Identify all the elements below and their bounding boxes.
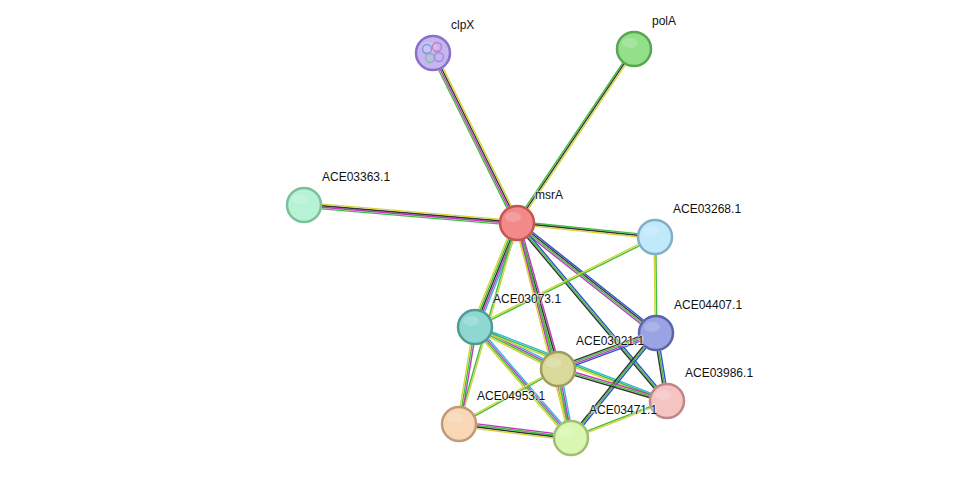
protein-label: clpX xyxy=(451,18,474,32)
protein-label: ACE04953.1 xyxy=(477,389,545,403)
evidence-line xyxy=(531,235,642,323)
interaction-edge xyxy=(559,386,570,421)
evidence-line xyxy=(492,332,650,393)
interaction-edge xyxy=(535,223,638,237)
protein-node: msrA xyxy=(499,205,535,241)
evidence-line xyxy=(559,387,565,421)
evidence-line xyxy=(439,70,507,208)
evidence-line xyxy=(655,255,657,315)
evidence-line xyxy=(462,345,472,406)
protein-label: ACE04407.1 xyxy=(674,298,742,312)
evidence-line xyxy=(322,206,499,221)
evidence-line xyxy=(491,244,639,318)
evidence-line xyxy=(527,238,654,388)
node-circle xyxy=(616,31,652,67)
evidence-line xyxy=(528,65,625,209)
interaction-edge xyxy=(322,204,500,224)
evidence-line xyxy=(530,236,641,324)
interaction-edge xyxy=(527,236,656,389)
evidence-line xyxy=(535,226,637,236)
evidence-line xyxy=(654,255,656,315)
interaction-edge xyxy=(654,255,656,315)
protein-node: ACE04953.1 xyxy=(441,406,477,442)
node-circle xyxy=(553,420,589,456)
interaction-edge xyxy=(491,332,651,396)
evidence-line xyxy=(443,68,511,206)
evidence-line xyxy=(576,373,650,395)
evidence-line xyxy=(657,351,662,383)
protein-label: ACE03363.1 xyxy=(322,170,390,184)
protein-label: msrA xyxy=(535,188,563,202)
node-circle xyxy=(457,309,493,345)
protein-label: ACE03021.1 xyxy=(576,334,644,348)
evidence-line xyxy=(527,64,624,208)
evidence-line xyxy=(440,69,508,207)
protein-label: ACE03471.1 xyxy=(589,403,657,417)
interaction-edge xyxy=(575,373,650,398)
interaction-edge xyxy=(657,351,665,384)
evidence-line xyxy=(491,335,649,396)
interaction-edge xyxy=(439,68,511,208)
evidence-line xyxy=(491,246,639,320)
protein-node: ACE03268.1 xyxy=(637,219,673,255)
node-circle xyxy=(499,205,535,241)
protein-node: clpX xyxy=(415,35,451,71)
protein-node: ACE03073.1 xyxy=(457,309,493,345)
interaction-edge xyxy=(477,424,554,438)
evidence-line xyxy=(530,236,657,386)
protein-label: ACE03073.1 xyxy=(493,292,561,306)
evidence-line xyxy=(442,69,510,207)
node-circle xyxy=(286,187,322,223)
protein-label: ACE03268.1 xyxy=(673,202,741,216)
interaction-edge xyxy=(460,345,473,407)
protein-node: polA xyxy=(616,31,652,67)
interaction-edge xyxy=(530,232,644,323)
evidence-line xyxy=(535,225,637,235)
evidence-line xyxy=(526,63,623,207)
node-circle xyxy=(441,406,477,442)
protein-node: ACE03363.1 xyxy=(286,187,322,223)
protein-node: ACE03471.1 xyxy=(553,420,589,456)
interaction-edge xyxy=(526,63,626,209)
evidence-line xyxy=(529,237,656,387)
node-circle xyxy=(637,219,673,255)
evidence-line xyxy=(322,204,499,219)
protein-node: ACE03021.1 xyxy=(540,351,576,387)
evidence-line xyxy=(322,207,499,222)
evidence-line xyxy=(477,429,553,439)
evidence-line xyxy=(477,427,553,437)
interaction-edge xyxy=(491,244,640,319)
node-circle xyxy=(540,351,576,387)
evidence-line xyxy=(460,345,470,406)
protein-label: polA xyxy=(652,14,676,28)
evidence-line xyxy=(492,333,650,394)
protein-label: ACE03986.1 xyxy=(685,366,753,380)
evidence-line xyxy=(575,376,649,398)
node-circle xyxy=(415,35,451,71)
evidence-line xyxy=(575,374,649,396)
